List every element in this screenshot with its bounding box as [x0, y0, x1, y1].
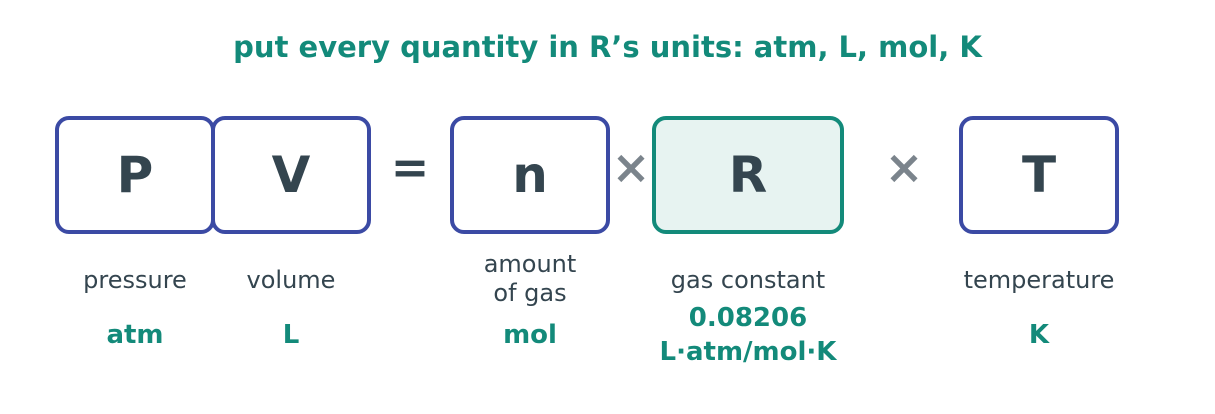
gas-constant-unit: L·atm/mol·K: [659, 337, 837, 367]
multiply-sign-2: ×: [884, 140, 924, 194]
pressure-label: pressure: [83, 266, 187, 294]
moles-label-line1: amount: [483, 250, 577, 278]
pressure-unit: atm: [106, 320, 164, 350]
diagram-title: put every quantity in R’s units: atm, L,…: [233, 30, 982, 64]
equals-sign: =: [390, 140, 430, 194]
gas-constant-value: 0.08206: [688, 303, 808, 333]
temperature-box: T: [959, 116, 1119, 234]
moles-label-line2: of gas: [493, 279, 567, 307]
temperature-label: temperature: [963, 266, 1115, 294]
temperature-unit: K: [1028, 320, 1050, 350]
volume-box: V: [211, 116, 371, 234]
gas-constant-box: R: [652, 116, 844, 234]
moles-unit: mol: [503, 320, 557, 350]
gas-constant-label: gas constant: [670, 266, 826, 294]
volume-unit: L: [282, 320, 300, 350]
moles-box: n: [450, 116, 610, 234]
multiply-sign-1: ×: [611, 140, 651, 194]
moles-label: amount of gas: [420, 250, 640, 308]
pressure-box: P: [55, 116, 215, 234]
volume-label: volume: [246, 266, 336, 294]
